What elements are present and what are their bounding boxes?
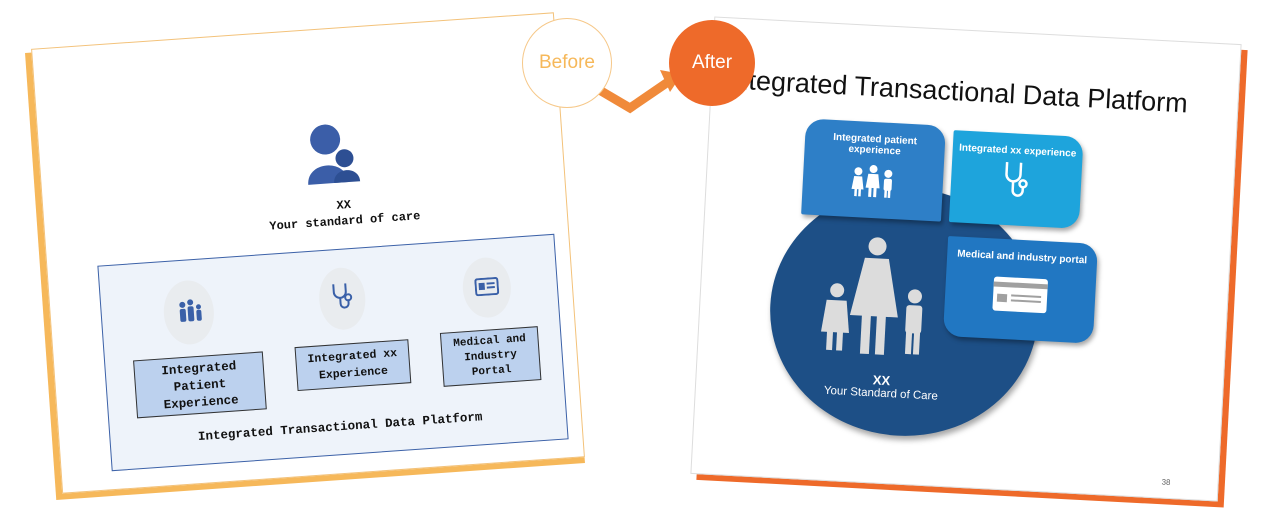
family-icon	[851, 165, 893, 198]
before-slide: XX Your standard of care Integrated Pati…	[31, 12, 585, 494]
tile-xx-label: Integrated xx experience	[958, 142, 1077, 160]
id-card-icon	[474, 276, 500, 297]
before-box-patient: Integrated Patient Experience	[133, 351, 267, 419]
stethoscope-icon	[332, 283, 353, 309]
before-platform-panel: Integrated Patient Experience Integrated…	[97, 233, 569, 472]
before-badge: Before	[522, 18, 612, 108]
family-icon	[821, 237, 923, 355]
after-title: Integrated Transactional Data Platform	[725, 64, 1189, 119]
before-box-portal: Medical and Industry Portal	[439, 326, 542, 387]
id-card-icon	[992, 276, 1048, 314]
before-box-xx: Integrated xx Experience	[294, 339, 412, 392]
tile-medical-portal: Medical and industry portal	[942, 236, 1098, 344]
stethoscope-icon	[1005, 161, 1028, 197]
tile-xx-experience: Integrated xx experience	[948, 130, 1084, 229]
after-slide: Integrated Transactional Data Platform X…	[690, 16, 1242, 502]
tile-patient-experience: Integrated patient experience	[801, 118, 946, 222]
after-badge: After	[669, 20, 755, 106]
tile-patient-label: Integrated patient experience	[832, 131, 918, 158]
tile-portal-label: Medical and industry portal	[956, 248, 1088, 267]
user-group-icon	[308, 124, 361, 185]
family-icon	[179, 299, 202, 322]
page-number: 38	[1161, 477, 1171, 488]
